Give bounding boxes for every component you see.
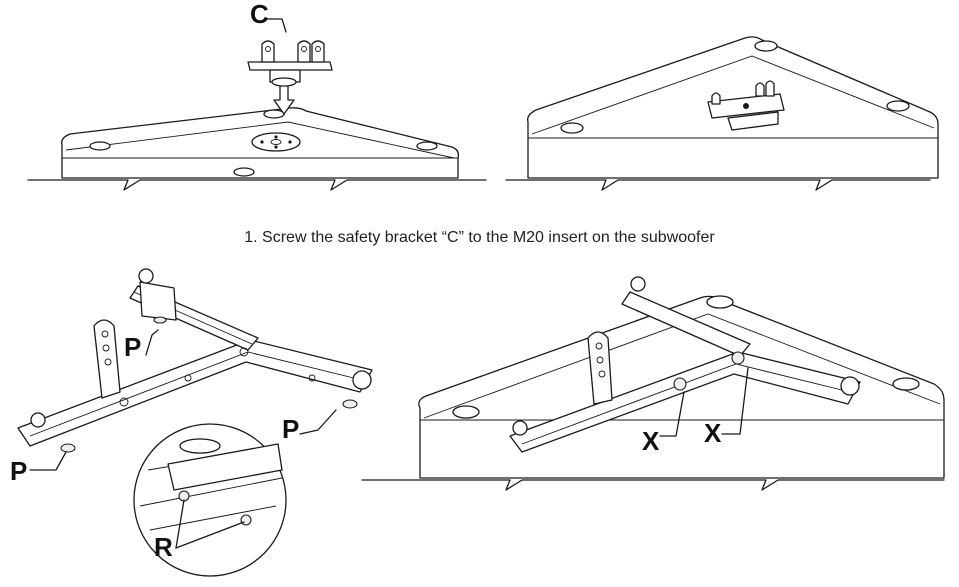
safety-bracket-c: [247, 40, 333, 87]
foot-p-1: [153, 316, 167, 324]
panel-bracket-insertion: C: [27, 0, 487, 191]
bolt-r-2: [240, 514, 252, 526]
panel-frame-on-subwoofer: X X: [361, 276, 945, 491]
m20-insert: [251, 132, 301, 152]
caption: 1. Screw the safety bracket “C” to the M…: [244, 229, 715, 246]
label-x-2: X: [704, 418, 722, 448]
panel-frame-feet: P P P R: [10, 268, 373, 577]
label-p-2: P: [282, 414, 299, 444]
label-p-3: P: [10, 456, 27, 486]
mounted-bracket-c: [707, 80, 785, 131]
label-r: R: [154, 532, 173, 562]
foot-p-3: [60, 443, 76, 453]
label-p-1: P: [124, 332, 141, 362]
pin-x-2: [731, 351, 745, 365]
label-c: C: [250, 0, 269, 29]
pin-x-1: [673, 377, 687, 391]
foot-p-2: [342, 399, 358, 409]
label-x-1: X: [642, 426, 660, 456]
panel-bracket-mounted: [505, 36, 939, 191]
